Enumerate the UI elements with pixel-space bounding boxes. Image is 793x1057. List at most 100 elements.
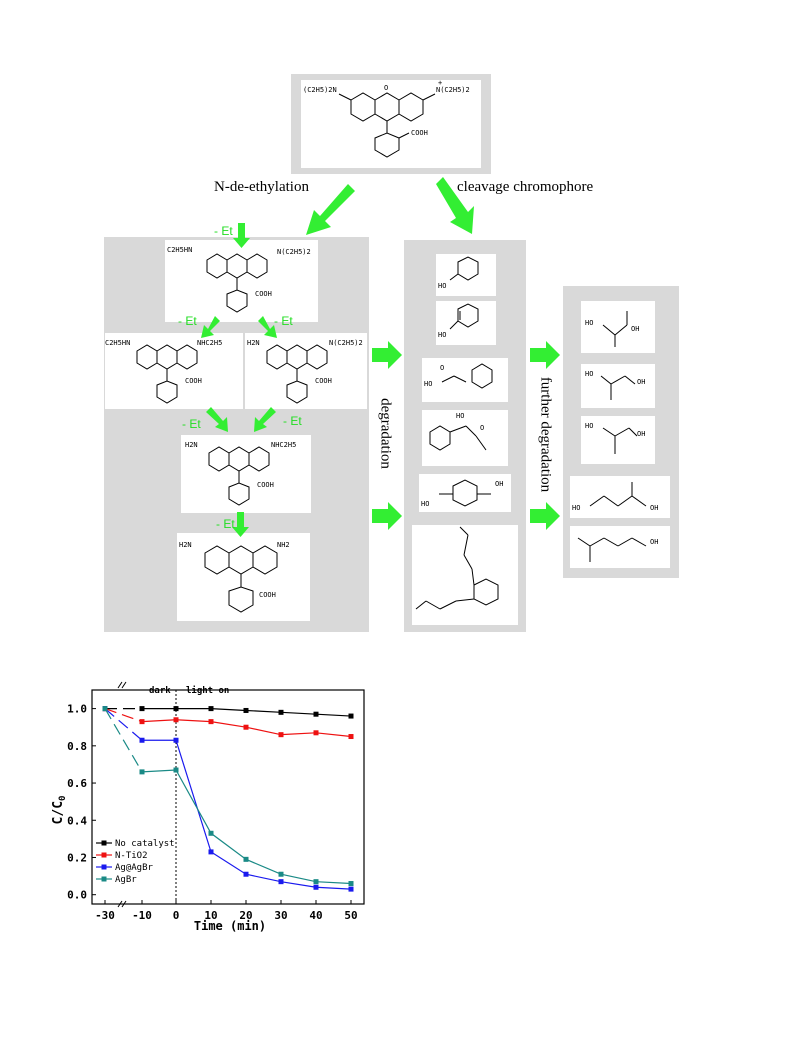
data-point [208,830,214,836]
frag6-ho: HO [585,319,594,327]
data-point [173,706,179,712]
fragment-glycolic: HO OH [581,416,655,464]
step-label-3: - Et [274,314,293,328]
m2-left: C2H5HN [105,339,131,347]
frag2-ho: HO [438,331,447,339]
x-tick-label: -10 [132,909,152,922]
dibutylphthalate-structure [415,526,499,610]
legend-marker [101,876,107,882]
data-point [208,706,214,712]
m3-left: H2N [247,339,260,347]
degradation-label: degradation [377,398,394,469]
m5-left: H2N [179,541,192,549]
plot-frame [91,689,365,905]
degradation-arrows [372,341,560,530]
top-acid: COOH [411,129,428,137]
data-point [243,871,249,877]
m2-acid: COOH [185,377,202,385]
m1-right: N(C2H5)2 [277,248,311,256]
frag9-oh: OH [650,504,659,512]
data-point [243,724,249,730]
pentanediol-structure [589,482,647,507]
further-degradation-label: further degradation [537,376,554,493]
series-line-3 [141,769,352,885]
fragment-phenylacetic: HO O [422,358,508,402]
step-label-6: - Et [216,517,235,531]
m3-acid: COOH [315,377,332,385]
x-tick-label: 30 [274,909,287,922]
fragment-phenylbutanoic: HO O [422,410,508,466]
frag9-ho: HO [572,504,581,512]
legend-label: AgBr [115,875,137,885]
frag4-o: O [480,424,485,432]
data-point [173,717,179,723]
series-break-line-3 [104,708,143,773]
intermediate-5: H2N NH2 COOH [177,533,310,621]
frag7-oh: OH [637,378,646,386]
fragment-cyclohexanol: HO [436,254,496,296]
dark-label: dark [149,686,171,696]
intermediate-2-structure [136,344,198,404]
frag1-ho: HO [438,282,447,290]
frag10-oh: OH [650,538,659,546]
data-point [278,879,284,885]
frag8-ho: HO [585,422,594,430]
intermediate-5-structure [204,545,278,613]
m5-acid: COOH [259,591,276,599]
data-point [278,732,284,738]
lactic-structure [602,311,628,347]
cyclohexenol-structure [449,303,479,330]
top-left-group: (C2H5)2N [303,86,337,94]
rhodamine-b-structure [338,92,436,158]
degradation-chart: C/C0 Time (min) dark light on 0.00.20.40… [51,681,365,933]
y-axis-label: C/C0 [51,796,68,825]
top-oxygen: O [384,84,389,92]
data-point [313,884,319,890]
frag3-o: O [440,364,445,372]
fragment-lactic: HO OH [581,301,655,353]
data-point [348,734,354,740]
m4-right: NHC2H5 [271,441,297,449]
legend-marker [101,852,107,858]
n-deethylation-label: N-de-ethylation [214,179,309,195]
step-label-2: - Et [178,314,197,328]
step-label-4: - Et [182,417,201,431]
terephthalic-structure [439,479,491,507]
data-point [278,871,284,877]
cleavage-label: cleavage chromophore [457,179,594,195]
methylpentanol-structure [577,537,647,562]
data-point [173,767,179,773]
series-line-2 [142,739,352,890]
data-point [243,707,249,713]
phenylacetic-structure [441,363,493,389]
x-tick-label: 50 [344,909,357,922]
intermediate-1: C2H5HN N(C2H5)2 COOH [165,240,318,322]
intermediate-2: C2H5HN NHC2H5 COOH [105,333,243,409]
m4-left: H2N [185,441,198,449]
step-label-5: - Et [283,414,302,428]
data-point [102,706,108,712]
data-point [278,709,284,715]
frag5-ho: HO [421,500,430,508]
m1-acid: COOH [255,290,272,298]
frag6-oh: OH [631,325,640,333]
frag7-ho: HO [585,370,594,378]
series-break-line-2 [104,708,143,741]
data-point [208,719,214,725]
legend-label: Ag@AgBr [115,863,154,873]
y-tick-label: 0.6 [67,777,87,790]
legend-marker [101,864,107,870]
x-axis-label: Time (min) [194,919,266,933]
data-point [313,730,319,736]
m3-right: N(C2H5)2 [329,339,363,347]
top-plus: + [438,79,443,87]
intermediate-4: H2N NHC2H5 COOH [181,435,311,513]
m5-right: NH2 [277,541,290,549]
frag5-oh: OH [495,480,504,488]
bottom-axis-break [117,900,127,908]
legend-marker [101,840,107,846]
fragment-pentanediol: HO OH [570,476,670,518]
top-arrows [306,177,474,235]
legend-label: No catalyst [115,839,175,849]
data-point [139,737,145,743]
